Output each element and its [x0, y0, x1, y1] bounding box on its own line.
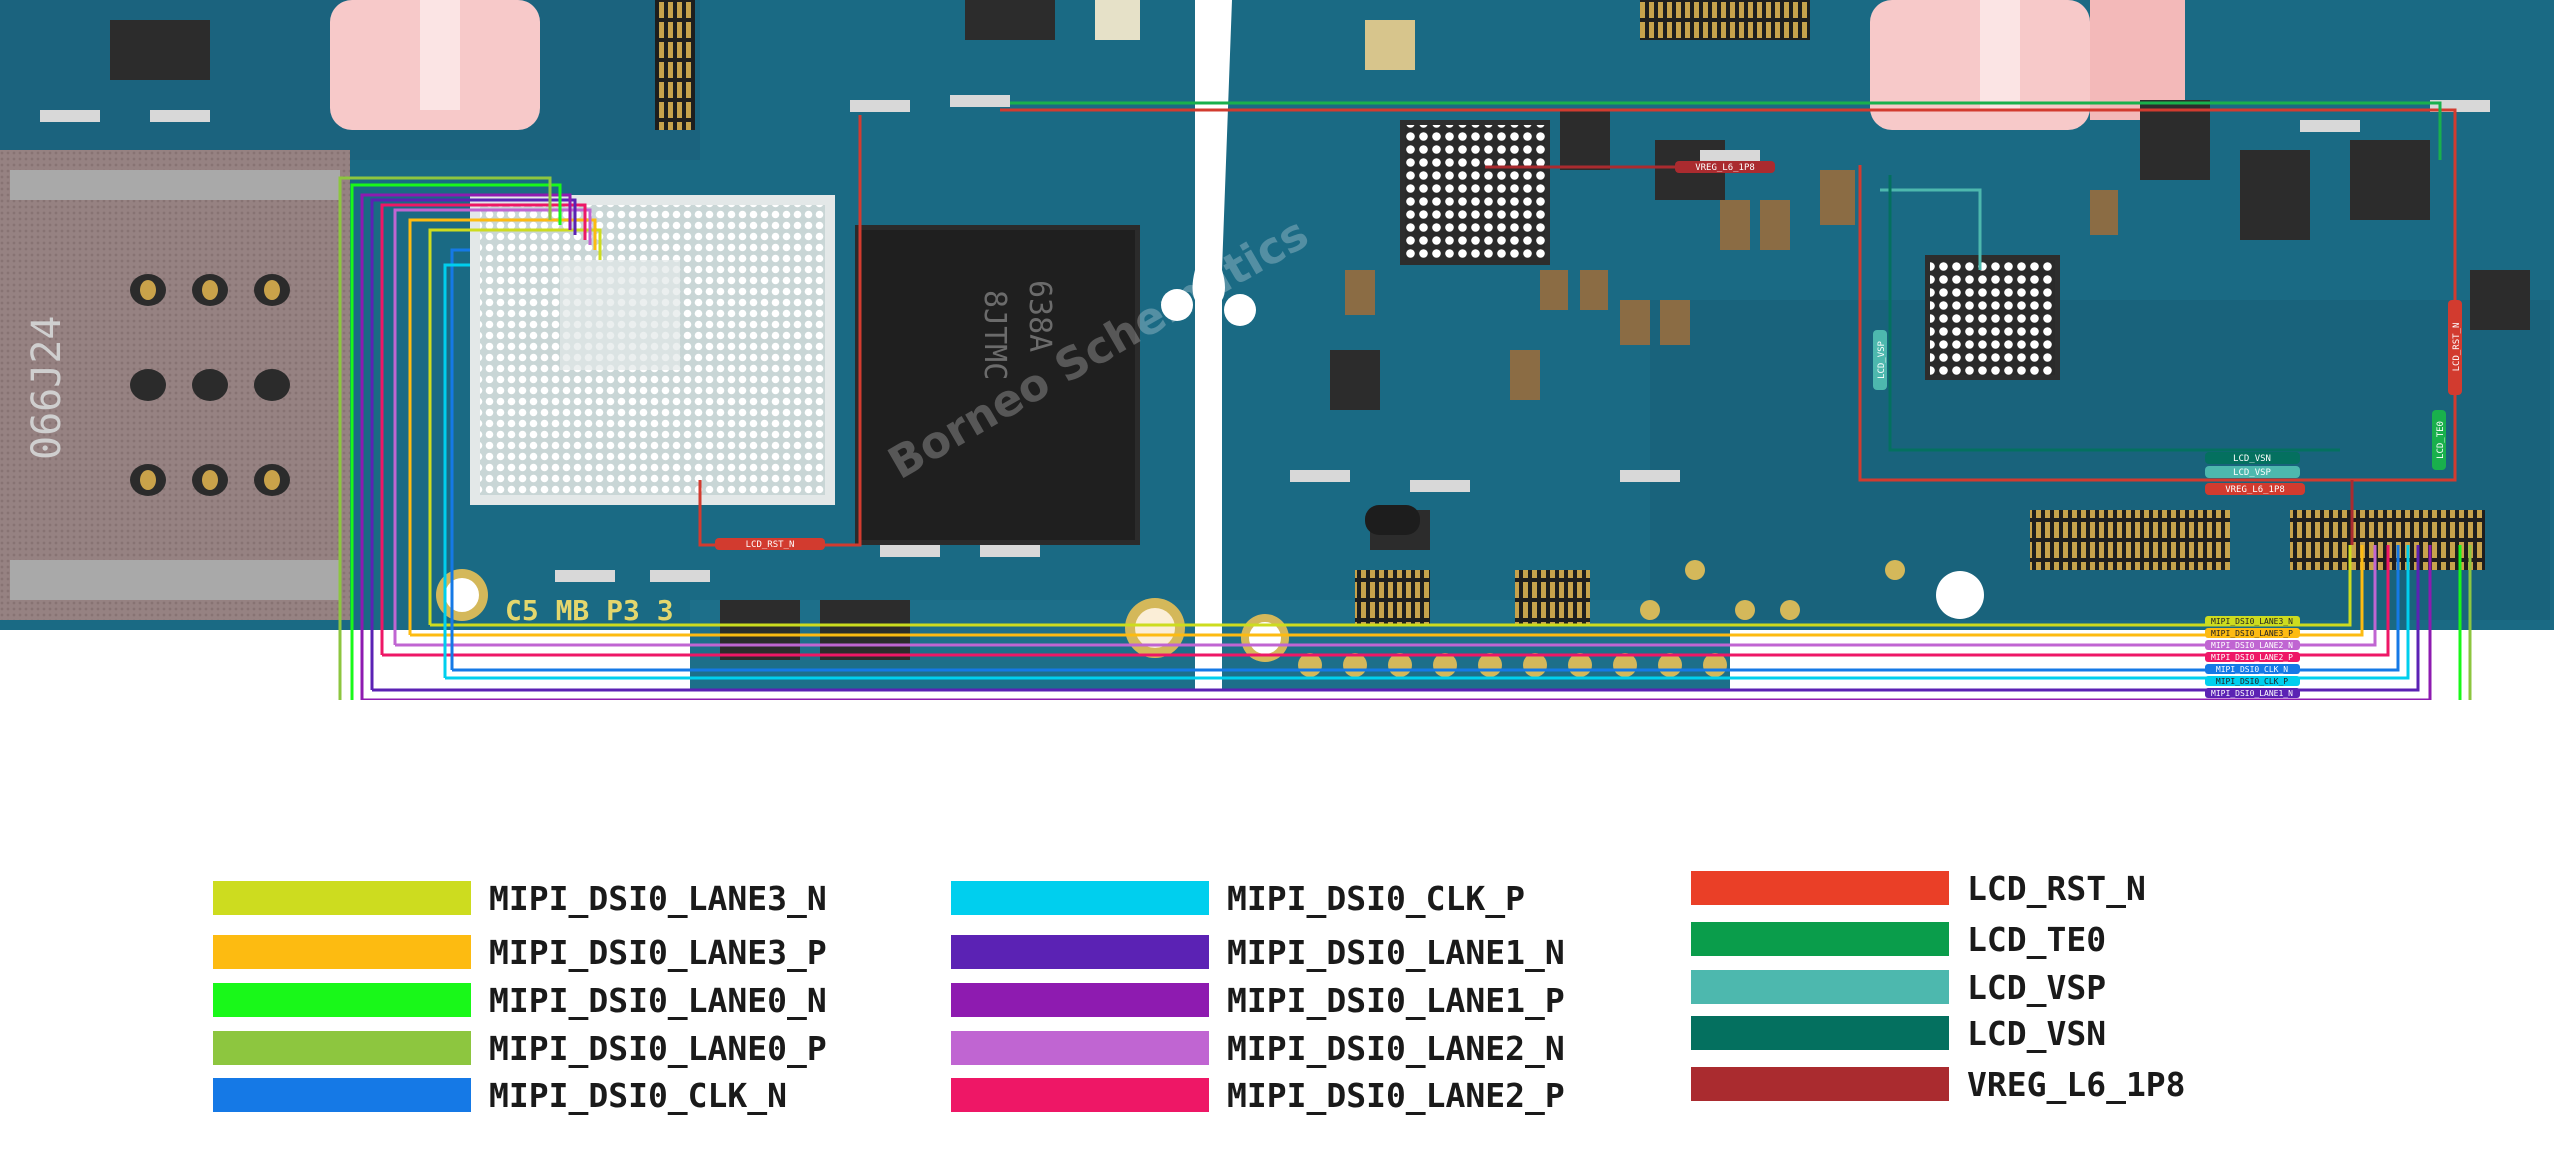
svg-text:LCD_RST_N: LCD_RST_N: [746, 540, 795, 550]
svg-text:MIPI_DSI0_LANE3_N: MIPI_DSI0_LANE3_N: [2211, 617, 2293, 626]
svg-text:MIPI_DSI0_CLK_P: MIPI_DSI0_CLK_P: [2216, 677, 2288, 686]
legend-item: VREG_L6_1P8: [1691, 1064, 2186, 1104]
legend-swatch: [213, 983, 471, 1017]
tag-lcd-rst: LCD_RST_N: [715, 538, 825, 550]
legend-item: MIPI_DSI0_LANE2_P: [951, 1075, 1565, 1115]
legend-label: MIPI_DSI0_LANE1_P: [1227, 980, 1565, 1020]
legend-swatch: [1691, 922, 1949, 956]
legend-label: MIPI_DSI0_LANE0_N: [489, 980, 827, 1020]
svg-text:LCD_VSN: LCD_VSN: [2233, 454, 2271, 464]
svg-text:LCD_TE0: LCD_TE0: [2436, 421, 2446, 459]
legend-item: LCD_RST_N: [1691, 868, 2146, 908]
legend-item: LCD_VSN: [1691, 1013, 2107, 1053]
tag-rst-vertical: LCD_RST_N: [2448, 300, 2462, 395]
tag-right-3: MIPI_DSI0_LANE2_P: [2205, 652, 2300, 662]
legend-item: MIPI_DSI0_LANE0_P: [213, 1028, 827, 1068]
chip-marking-1: 8JTMC: [977, 290, 1012, 380]
legend-item: MIPI_DSI0_LANE3_P: [213, 932, 827, 972]
legend-item: MIPI_DSI0_LANE1_P: [951, 980, 1565, 1020]
legend-swatch: [213, 1078, 471, 1112]
chip-marking-2: 638A: [1022, 280, 1057, 352]
legend-label: LCD_RST_N: [1967, 868, 2146, 908]
tag-right-2: MIPI_DSI0_LANE2_N: [2205, 640, 2300, 650]
legend-item: MIPI_DSI0_LANE0_N: [213, 980, 827, 1020]
wire-tags-right: MIPI_DSI0_LANE3_N MIPI_DSI0_LANE3_P MIPI…: [2205, 616, 2300, 698]
svg-text:LCD_RST_N: LCD_RST_N: [2452, 323, 2462, 372]
legend-item: MIPI_DSI0_LANE1_N: [951, 932, 1565, 972]
svg-text:MIPI_DSI0_LANE2_N: MIPI_DSI0_LANE2_N: [2211, 641, 2293, 650]
legend-item: MIPI_DSI0_LANE2_N: [951, 1028, 1565, 1068]
legend-label: MIPI_DSI0_CLK_P: [1227, 878, 1526, 918]
legend-swatch: [213, 935, 471, 969]
legend-label: LCD_VSN: [1967, 1013, 2107, 1053]
legend-swatch: [951, 1031, 1209, 1065]
legend-label: VREG_L6_1P8: [1967, 1064, 2186, 1104]
tag-lcd-vsp: LCD_VSP: [2205, 466, 2300, 478]
tag-right-6: MIPI_DSI0_LANE1_N: [2205, 688, 2300, 698]
legend-label: MIPI_DSI0_LANE2_N: [1227, 1028, 1565, 1068]
tag-vreg-top: VREG_L6_1P8: [1675, 161, 1775, 173]
legend-item: LCD_VSP: [1691, 967, 2107, 1007]
tag-right-4: MIPI_DSI0_CLK_N: [2205, 664, 2300, 674]
tag-lcd-vsn: LCD_VSN: [2205, 452, 2300, 464]
legend-swatch: [951, 983, 1209, 1017]
legend-swatch: [951, 935, 1209, 969]
svg-text:MIPI_DSI0_LANE2_P: MIPI_DSI0_LANE2_P: [2211, 653, 2293, 662]
tag-right-5: MIPI_DSI0_CLK_P: [2205, 676, 2300, 686]
legend-label: MIPI_DSI0_CLK_N: [489, 1075, 788, 1115]
legend-label: MIPI_DSI0_LANE3_N: [489, 878, 827, 918]
legend-swatch: [951, 1078, 1209, 1112]
legend-label: MIPI_DSI0_LANE2_P: [1227, 1075, 1565, 1115]
svg-text:VREG_L6_1P8: VREG_L6_1P8: [2225, 485, 2285, 495]
svg-text:VREG_L6_1P8: VREG_L6_1P8: [1695, 163, 1755, 173]
legend-swatch: [951, 881, 1209, 915]
svg-text:MIPI_DSI0_CLK_N: MIPI_DSI0_CLK_N: [2216, 665, 2288, 674]
tag-vsp-vertical: LCD_VSP: [1873, 330, 1887, 390]
legend-swatch: [1691, 1016, 1949, 1050]
legend-label: MIPI_DSI0_LANE3_P: [489, 932, 827, 972]
legend-swatch: [213, 881, 471, 915]
legend-swatch: [1691, 871, 1949, 905]
legend-swatch: [1691, 970, 1949, 1004]
legend: MIPI_DSI0_LANE3_N MIPI_DSI0_LANE3_P MIPI…: [0, 840, 2554, 1160]
connector-marking: 066J24: [24, 316, 70, 461]
signal-tags: LCD_RST_N VREG_L6_1P8 VREG_L6_1P8 LCD_VS…: [715, 161, 2462, 550]
tag-te0-vertical: LCD_TE0: [2432, 410, 2446, 470]
legend-label: MIPI_DSI0_LANE1_N: [1227, 932, 1565, 972]
svg-text:LCD_VSP: LCD_VSP: [1877, 340, 1887, 379]
legend-swatch: [213, 1031, 471, 1065]
legend-item: MIPI_DSI0_CLK_P: [951, 878, 1526, 918]
legend-label: MIPI_DSI0_LANE0_P: [489, 1028, 827, 1068]
legend-item: LCD_TE0: [1691, 919, 2107, 959]
legend-label: LCD_VSP: [1967, 967, 2107, 1007]
board-photo: 066J24 8JTMC 638A: [0, 0, 2554, 700]
silkscreen-label: C5_MB_P3_3: [505, 594, 674, 627]
legend-item: MIPI_DSI0_CLK_N: [213, 1075, 788, 1115]
tag-right-1: MIPI_DSI0_LANE3_P: [2205, 628, 2300, 638]
tag-right-0: MIPI_DSI0_LANE3_N: [2205, 616, 2300, 626]
svg-text:MIPI_DSI0_LANE1_N: MIPI_DSI0_LANE1_N: [2211, 689, 2293, 698]
tag-vreg-mid: VREG_L6_1P8: [2205, 483, 2305, 495]
svg-text:MIPI_DSI0_LANE3_P: MIPI_DSI0_LANE3_P: [2211, 629, 2293, 638]
svg-text:LCD_VSP: LCD_VSP: [2233, 468, 2272, 478]
legend-swatch: [1691, 1067, 1949, 1101]
legend-item: MIPI_DSI0_LANE3_N: [213, 878, 827, 918]
legend-label: LCD_TE0: [1967, 919, 2107, 959]
